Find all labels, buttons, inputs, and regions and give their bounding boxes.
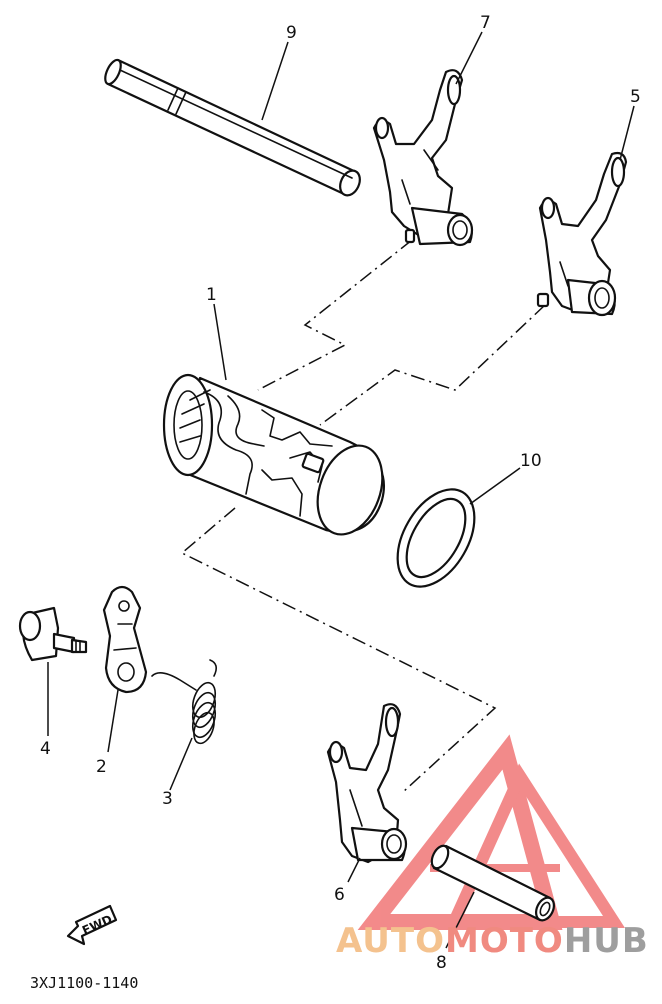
- guide-bar-8: [430, 844, 556, 922]
- stopper-lever-2: [102, 585, 148, 694]
- callout-2: 2: [96, 757, 107, 777]
- callout-5: 5: [630, 87, 641, 107]
- watermark-auto: AUTO: [336, 921, 445, 961]
- bolt-4: [18, 606, 88, 662]
- callout-3: 3: [162, 789, 173, 809]
- callout-7: 7: [480, 13, 491, 33]
- torsion-spring-3: [151, 659, 218, 745]
- leader-lines: [47, 31, 635, 949]
- drawing-code: 3XJ1100-1140: [30, 974, 138, 992]
- callout-10: 10: [520, 451, 542, 471]
- shift-fork-6: [326, 703, 408, 864]
- guide-bar-9: [104, 58, 361, 197]
- callout-4: 4: [40, 739, 51, 759]
- callout-6: 6: [334, 885, 345, 905]
- callout-labels: 9 7 5 1 10 4 2 3 6 8: [40, 13, 641, 973]
- callout-9: 9: [286, 23, 297, 43]
- watermark-text: AUTOMOTOHUB: [336, 921, 649, 961]
- assembly-lines: [180, 239, 546, 793]
- forward-direction-arrow: FWD: [66, 904, 118, 946]
- shift-fork-7: [372, 69, 474, 247]
- shift-fork-5: [536, 151, 628, 317]
- callout-1: 1: [206, 285, 217, 305]
- shift-cam-1: [162, 373, 385, 536]
- watermark-hub: HUB: [564, 921, 649, 961]
- watermark-moto: MOTO: [445, 921, 564, 961]
- callout-8: 8: [436, 953, 447, 973]
- washer-10: [396, 488, 476, 588]
